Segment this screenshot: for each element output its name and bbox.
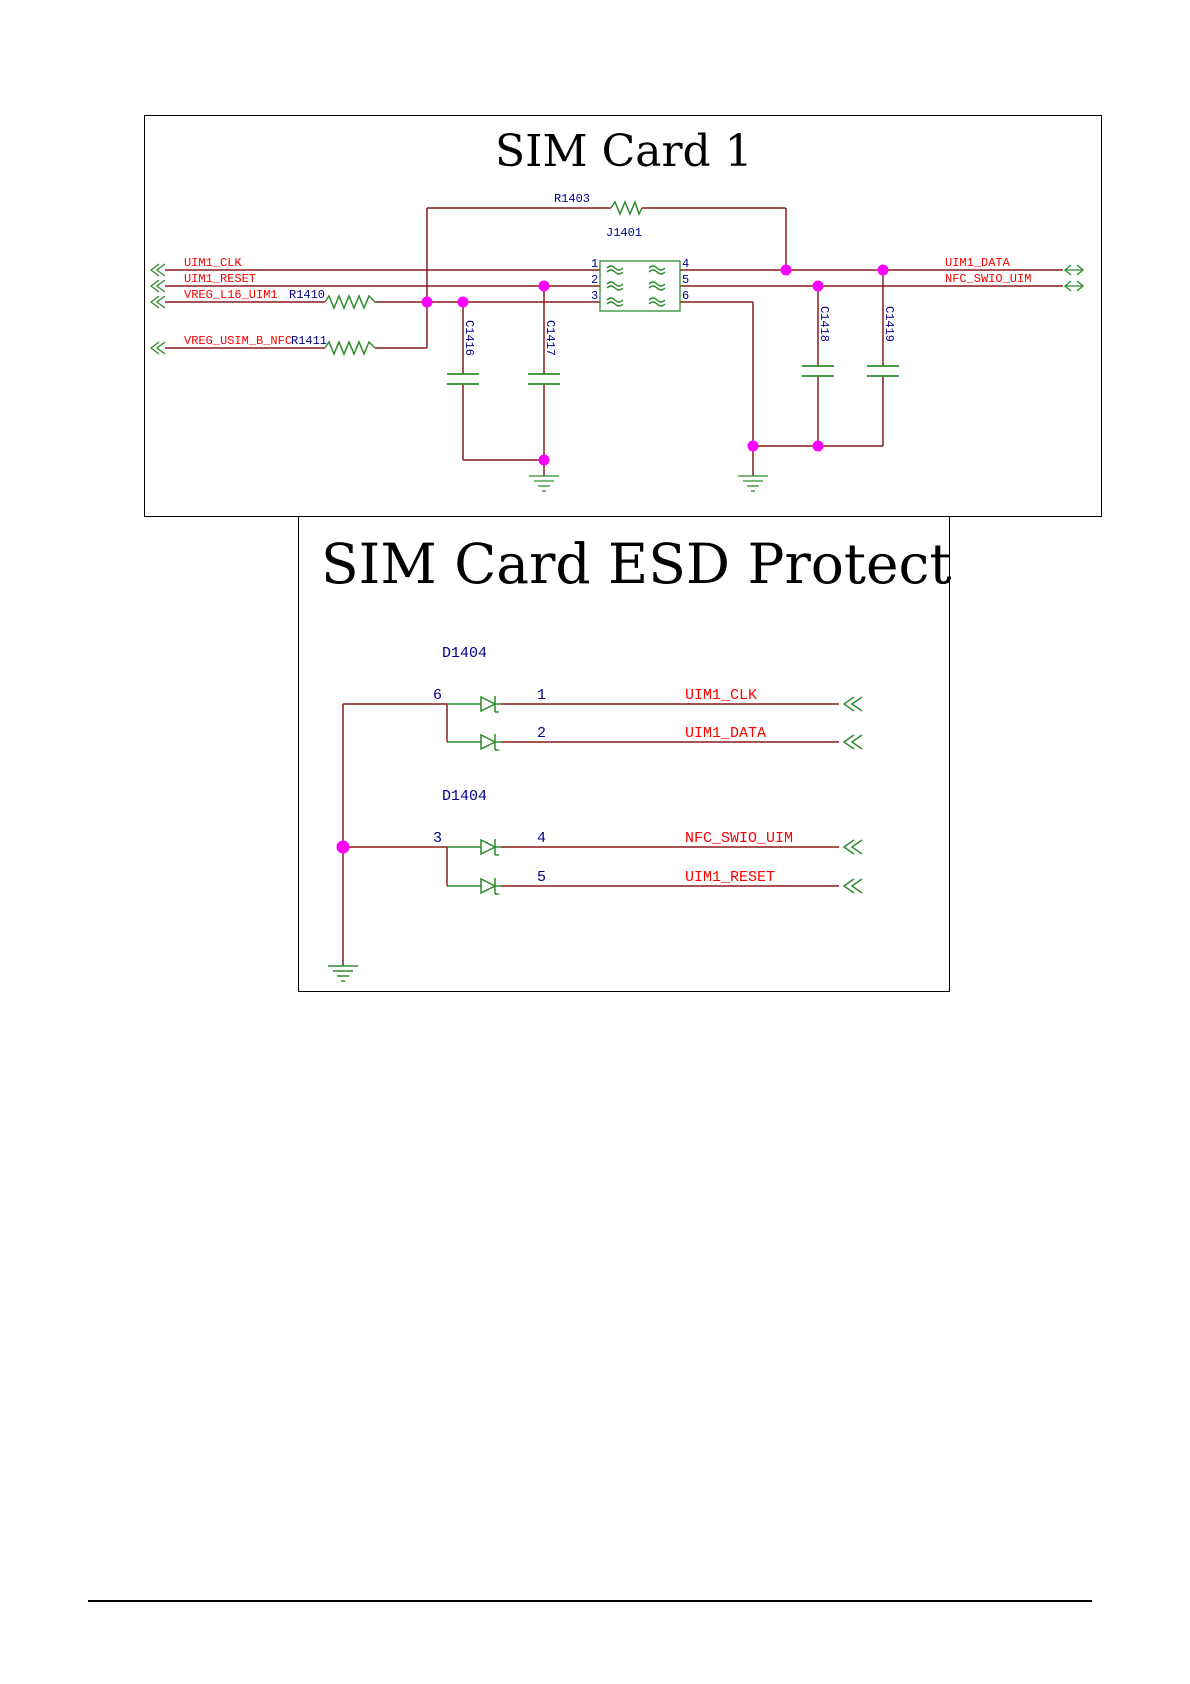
pin-4: 4 <box>682 257 689 271</box>
esd-pin-6: 6 <box>433 687 442 704</box>
j1401-symbol <box>599 260 681 312</box>
sim-resistors <box>324 199 643 356</box>
net-label-uim1-reset: UIM1_RESET <box>184 272 256 286</box>
esd-diodes <box>328 695 863 982</box>
ref-r1403: R1403 <box>554 192 590 206</box>
ref-c1418: C1418 <box>817 306 831 342</box>
ref-r1411: R1411 <box>291 334 327 348</box>
pin-1: 1 <box>591 257 598 271</box>
esd-net-uim1-clk: UIM1_CLK <box>685 687 757 704</box>
esd-net-nfc-swio: NFC_SWIO_UIM <box>685 830 793 847</box>
net-label-vreg-l16: VREG_L16_UIM1 <box>184 288 278 302</box>
esd-panel: SIM Card ESD Protect <box>298 516 952 992</box>
sim-card-schematic: UIM1_CLK UIM1_RESET VREG_L16_UIM1 VREG_U… <box>149 192 1085 492</box>
pin-5: 5 <box>682 273 689 287</box>
net-label-nfc-swio: NFC_SWIO_UIM <box>945 272 1031 286</box>
ref-r1410: R1410 <box>289 288 325 302</box>
esd-junction <box>336 840 350 854</box>
sim-junctions <box>421 264 889 466</box>
esd-pin-3: 3 <box>433 830 442 847</box>
r1403-symbol <box>610 199 643 216</box>
r1410-symbol <box>324 294 376 310</box>
ref-j1401: J1401 <box>606 226 642 240</box>
pin-6: 6 <box>682 289 689 303</box>
sim-labels: UIM1_CLK UIM1_RESET VREG_L16_UIM1 VREG_U… <box>184 192 1031 356</box>
ref-c1417: C1417 <box>543 320 557 356</box>
ref-c1419: C1419 <box>882 306 896 342</box>
sim-grounds <box>529 475 768 492</box>
esd-title: SIM Card ESD Protect <box>321 532 952 596</box>
esd-labels: D1404 D1404 6 1 2 3 4 5 UIM1_CLK UIM1_DA… <box>433 645 793 886</box>
esd-net-uim1-reset: UIM1_RESET <box>685 869 775 886</box>
esd-pin-2: 2 <box>537 725 546 742</box>
net-label-uim1-data: UIM1_DATA <box>945 256 1011 270</box>
pin-3: 3 <box>591 289 598 303</box>
esd-pin-4: 4 <box>537 830 546 847</box>
esd-pin-1: 1 <box>537 687 546 704</box>
pin-2: 2 <box>591 273 598 287</box>
ref-c1416: C1416 <box>462 320 476 356</box>
sim-left-ports <box>149 263 166 355</box>
net-label-vreg-usim: VREG_USIM_B_NFC <box>184 334 292 348</box>
esd-schematic: D1404 D1404 6 1 2 3 4 5 UIM1_CLK UIM1_DA… <box>328 645 863 982</box>
esd-wires <box>342 703 839 966</box>
ref-d1404-top: D1404 <box>442 645 487 662</box>
ref-d1404-bottom: D1404 <box>442 788 487 805</box>
esd-net-uim1-data: UIM1_DATA <box>685 725 766 742</box>
sim-card-title: SIM Card 1 <box>495 126 753 177</box>
esd-pin-5: 5 <box>537 869 546 886</box>
footer-rule <box>88 1600 1092 1602</box>
net-label-uim1-clk: UIM1_CLK <box>184 256 242 270</box>
sim-card-panel: SIM Card 1 <box>144 115 1102 517</box>
sim-right-ports <box>1063 264 1085 292</box>
sim-capacitors <box>447 365 899 385</box>
r1411-symbol <box>324 340 376 356</box>
